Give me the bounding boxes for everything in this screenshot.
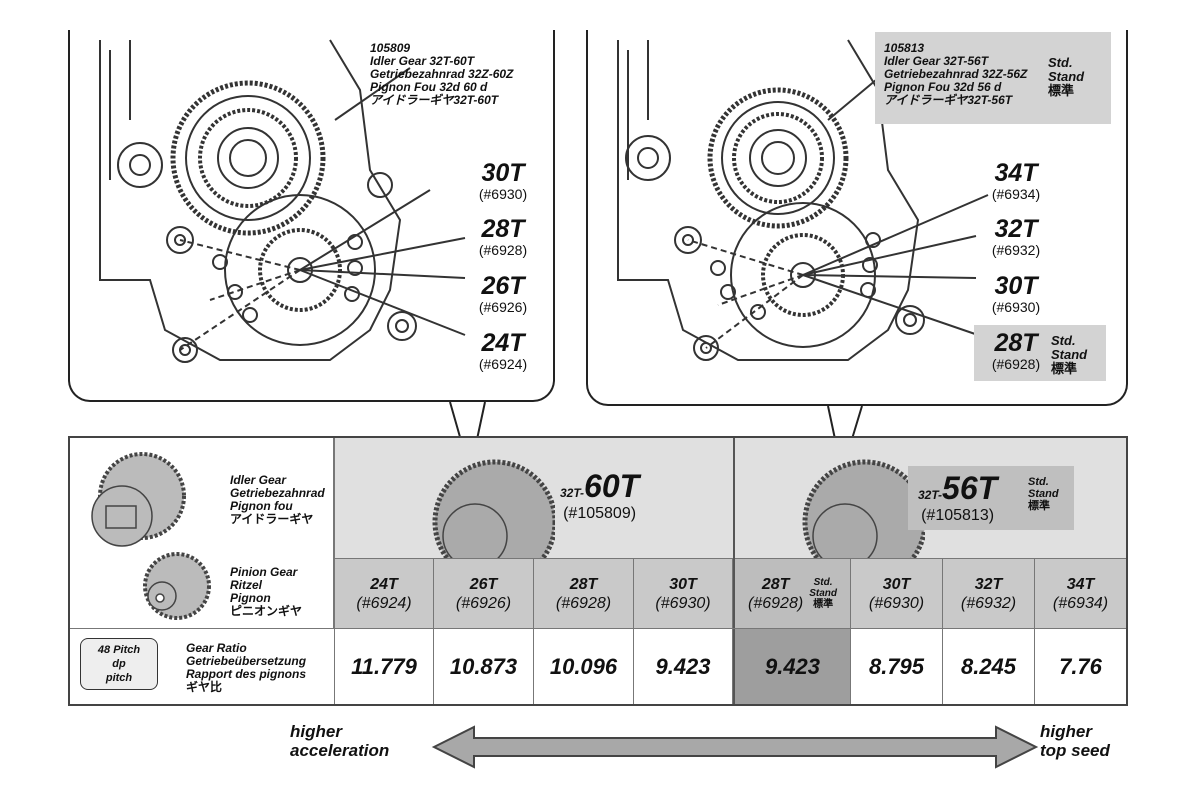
idler-line: Pignon Fou 32d 56 d bbox=[884, 80, 1002, 94]
pinion-gear-row-label: Pinion Gear Ritzel Pignon ピニオンギヤ bbox=[230, 565, 303, 618]
part-number: 105809 bbox=[370, 41, 411, 55]
right-gear-callout: 105813 Idler Gear 32T-56T Getriebezahnra… bbox=[586, 30, 1128, 406]
pinion-cell-32t: 32T(#6932) bbox=[943, 559, 1035, 628]
gear-ratio-table: Idler Gear Getriebezahnrad Pignon fou アイ… bbox=[68, 436, 1128, 706]
part-number: 105813 bbox=[884, 41, 925, 55]
pinion-label-34t: 34T (#6934) bbox=[991, 159, 1041, 202]
standard-label: Std. Stand 標準 bbox=[1048, 55, 1085, 98]
idler-line: アイドラーギヤ32T-56T bbox=[884, 93, 1013, 107]
idler-line: Pignon Fou 32d 60 d bbox=[370, 80, 488, 94]
idler-line: アイドラーギヤ32T-60T bbox=[370, 93, 499, 107]
gear-ratio-row-label: Gear Ratio Getriebeübersetzung Rapport d… bbox=[186, 641, 307, 694]
idler-gear-label-60t: 105809 Idler Gear 32T-60T Getriebezahnra… bbox=[370, 42, 513, 107]
divider bbox=[70, 628, 1126, 629]
divider bbox=[335, 558, 1126, 559]
pinion-cell-28t: 28T(#6928) bbox=[534, 559, 634, 628]
pinion-label-30t: 30T (#6930) bbox=[478, 159, 528, 202]
gear-stack-icon bbox=[91, 452, 211, 620]
standard-label-pinion: Std. Stand 標準 bbox=[1051, 333, 1088, 376]
idler-gear-label-56t: 105813 Idler Gear 32T-56T Getriebezahnra… bbox=[884, 42, 1027, 107]
ratio-cell: 9.423 bbox=[634, 629, 733, 704]
idler-56t-title-box bbox=[908, 466, 1074, 530]
ratio-cell: 10.873 bbox=[434, 629, 534, 704]
idler-56t-std: Std. Stand 標準 bbox=[1028, 476, 1059, 512]
idler-gear-56t-icon bbox=[802, 459, 925, 558]
pinion-cell-34t: 34T(#6934) bbox=[1035, 559, 1126, 628]
idler-line: Idler Gear 32T-60T bbox=[370, 54, 475, 68]
idler-56t-title: 32T-56T (#105813) bbox=[918, 470, 998, 524]
pinion-cell-30t-b: 30T(#6930) bbox=[851, 559, 943, 628]
idler-gear-60t-icon bbox=[432, 459, 555, 558]
divider bbox=[733, 438, 735, 704]
pinion-cell-24t: 24T(#6924) bbox=[335, 559, 434, 628]
std-pinion-box bbox=[974, 325, 1106, 381]
ratio-cell: 8.245 bbox=[943, 629, 1035, 704]
gearbox-illustration-60t bbox=[99, 39, 466, 363]
pinion-label-32t: 32T (#6932) bbox=[991, 215, 1041, 258]
idler-line: Getriebezahnrad 32Z-60Z bbox=[370, 67, 514, 81]
idler-line: Getriebezahnrad 32Z-56Z bbox=[884, 67, 1028, 81]
ratio-cell: 10.096 bbox=[534, 629, 634, 704]
divider bbox=[334, 438, 335, 704]
ratio-cell: 7.76 bbox=[1035, 629, 1126, 704]
ratio-cell-std: 9.423 bbox=[735, 629, 851, 704]
pinion-label-28t-std: 28T (#6928) bbox=[991, 329, 1041, 372]
pinion-label-30t: 30T (#6930) bbox=[991, 272, 1041, 315]
idler-gear-row-label: Idler Gear Getriebezahnrad Pignon fou アイ… bbox=[230, 473, 325, 526]
idler-line: Idler Gear 32T-56T bbox=[884, 54, 989, 68]
higher-top-speed-label: higher top seed bbox=[1040, 722, 1110, 760]
pinion-cell-30t: 30T(#6930) bbox=[634, 559, 733, 628]
pinion-cell-28t-std: 28T(#6928) Std. Stand 標準 bbox=[735, 559, 851, 628]
left-gear-callout: 105809 Idler Gear 32T-60T Getriebezahnra… bbox=[68, 30, 555, 402]
pinion-label-26t: 26T (#6926) bbox=[478, 272, 528, 315]
pitch-badge: 48 Pitch dp pitch bbox=[80, 638, 158, 690]
pinion-label-28t: 28T (#6928) bbox=[478, 215, 528, 258]
pinion-label-24t: 24T (#6924) bbox=[478, 329, 528, 372]
pinion-cell-26t: 26T(#6926) bbox=[434, 559, 534, 628]
idler-gear-label-box-56t bbox=[875, 32, 1111, 124]
ratio-cell: 11.779 bbox=[335, 629, 434, 704]
idler-60t-title: 32T-60T (#105809) bbox=[560, 468, 640, 522]
double-arrow-icon bbox=[431, 725, 1039, 769]
ratio-cell: 8.795 bbox=[851, 629, 943, 704]
gearbox-illustration-56t bbox=[617, 39, 989, 361]
higher-acceleration-label: higher acceleration bbox=[290, 722, 390, 760]
